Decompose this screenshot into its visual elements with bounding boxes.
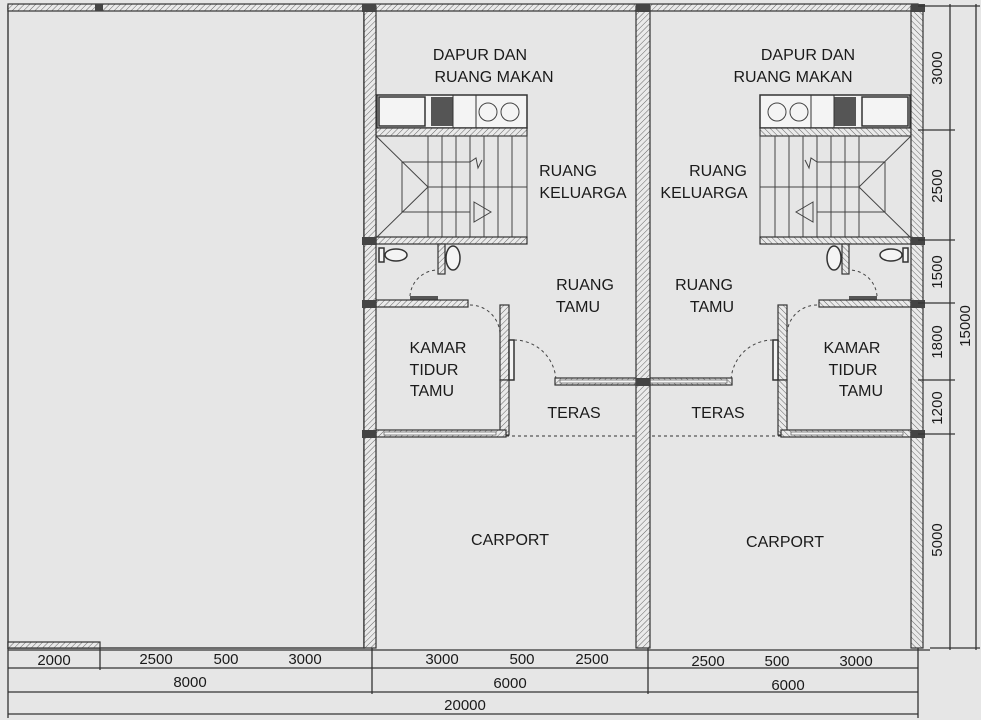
dim-label: 2500: [929, 169, 946, 202]
right-unit-labels: DAPUR DAN RUANG MAKAN RUANG KELUARGA RUA…: [660, 47, 883, 551]
dim-label: 6000: [771, 677, 804, 694]
party-wall: [635, 5, 651, 649]
room-label-keluarga: KELUARGA: [660, 185, 747, 202]
room-label-tamu: RUANG: [675, 277, 733, 294]
room-label-dapur: DAPUR DAN: [433, 47, 527, 64]
dim-label: 3000: [425, 651, 458, 668]
room-label-keluarga: RUANG: [689, 163, 747, 180]
room-label-keluarga: KELUARGA: [539, 185, 626, 202]
dim-label: 6000: [493, 675, 526, 692]
room-label-dapur: DAPUR DAN: [761, 47, 855, 64]
dim-label: 2000: [37, 652, 70, 669]
room-label-kamar: TAMU: [839, 383, 883, 400]
dim-label: 1200: [929, 391, 946, 424]
dim-label: 3000: [929, 51, 946, 84]
room-label-kamar: KAMAR: [410, 340, 467, 357]
rear-wall: [7, 3, 919, 12]
room-label-kamar: TIDUR: [410, 362, 459, 379]
dim-label: 2500: [691, 653, 724, 670]
dim-label: 1500: [929, 255, 946, 288]
dim-label: 500: [764, 653, 789, 670]
dim-label-total: 20000: [444, 697, 486, 714]
room-label-carport: CARPORT: [471, 532, 549, 549]
left-unit: [361, 3, 643, 649]
room-label-dapur: RUANG MAKAN: [733, 69, 852, 86]
dim-label-total: 15000: [957, 305, 974, 347]
dim-label: 2500: [139, 651, 172, 668]
bottom-dimensions: 2000 2500 500 3000 3000 500 2500 2500 50…: [7, 648, 930, 718]
room-label-kamar: TIDUR: [829, 362, 878, 379]
dim-label: 1800: [929, 325, 946, 358]
dim-label: 3000: [288, 651, 321, 668]
room-label-dapur: RUANG MAKAN: [434, 69, 553, 86]
room-label-teras: TERAS: [691, 405, 744, 422]
room-label-tamu: RUANG: [556, 277, 614, 294]
right-unit: [644, 3, 926, 649]
dim-label: 500: [213, 651, 238, 668]
left-unit-labels: DAPUR DAN RUANG MAKAN RUANG KELUARGA RUA…: [410, 47, 627, 549]
empty-plot: [7, 5, 365, 649]
dim-label: 2500: [575, 651, 608, 668]
room-label-tamu: TAMU: [690, 299, 734, 316]
right-dimensions: 3000 2500 1500 1800 1200 5000 15000: [918, 4, 980, 650]
dim-label: 8000: [173, 674, 206, 691]
room-label-carport: CARPORT: [746, 534, 824, 551]
dim-label: 5000: [929, 523, 946, 556]
room-label-keluarga: RUANG: [539, 163, 597, 180]
room-label-kamar: TAMU: [410, 383, 454, 400]
room-label-tamu: TAMU: [556, 299, 600, 316]
dim-label: 500: [509, 651, 534, 668]
room-label-kamar: KAMAR: [824, 340, 881, 357]
dim-label: 3000: [839, 653, 872, 670]
room-label-teras: TERAS: [547, 405, 600, 422]
